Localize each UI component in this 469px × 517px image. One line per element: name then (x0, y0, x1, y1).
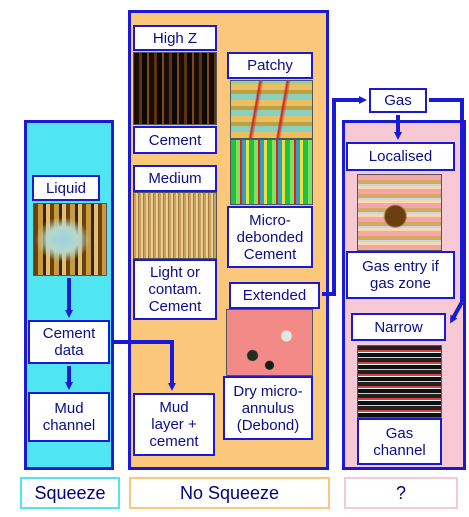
gas-label: Gas (369, 88, 427, 113)
light-contam-cement-label: Light or contam. Cement (133, 259, 217, 320)
localised-label: Localised (346, 142, 455, 171)
patchy-label: Patchy (227, 52, 313, 79)
gas-channel-label: Gas channel (357, 418, 442, 465)
arrow-gas-to-narrow (429, 98, 464, 302)
extended-label: Extended (229, 282, 320, 309)
mud-layer-cement-label: Mud layer + cement (133, 393, 215, 456)
liquid-label: Liquid (32, 175, 100, 201)
micro-debonded-cement-label: Micro- debonded Cement (227, 206, 313, 268)
narrow-label: Narrow (351, 313, 446, 341)
arrow-extended-to-gas (322, 96, 367, 296)
arrow-gas-to-narrow-head (450, 301, 464, 324)
high-z-log-image (133, 52, 217, 125)
cement-data-label: Cement data (28, 320, 110, 364)
localised-log-image (357, 174, 442, 251)
unknown-footer: ? (344, 477, 458, 509)
cement-label: Cement (133, 126, 217, 154)
arrow-cement-data-to-mud-layer (112, 340, 176, 391)
high-z-label: High Z (133, 25, 217, 51)
narrow-log-image (357, 345, 442, 418)
medium-label: Medium (133, 165, 217, 192)
liquid-log-image (33, 203, 107, 276)
micro-debonded-log-image (230, 139, 313, 205)
dry-micro-annulus-log-image (226, 309, 313, 376)
dry-micro-annulus-label: Dry micro- annulus (Debond) (223, 376, 313, 440)
squeeze-footer: Squeeze (20, 477, 120, 509)
gas-entry-label: Gas entry if gas zone (346, 251, 455, 299)
no-squeeze-footer: No Squeeze (129, 477, 330, 509)
mud-channel-label: Mud channel (28, 392, 110, 442)
medium-log-image (133, 192, 217, 259)
patchy-log-image (230, 80, 313, 139)
